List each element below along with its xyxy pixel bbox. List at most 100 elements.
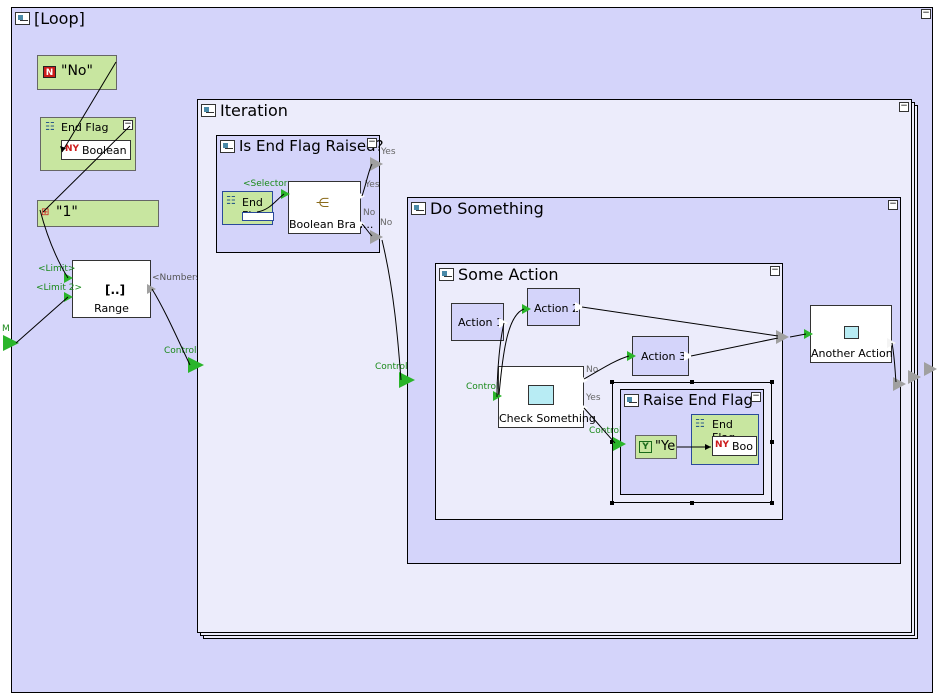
selection-handle[interactable] [610,501,614,505]
is-end-yes-output-port[interactable] [370,157,383,171]
raise-end-flag-var[interactable]: ☷ End Flag NY Boo [691,414,759,465]
action1-output-port[interactable] [499,318,508,328]
check-something-icon [528,385,554,405]
iteration-title: Iteration [201,101,288,120]
yes-constant-label: "Ye [655,439,676,454]
loop-control-output-port[interactable] [188,357,204,373]
branch-icon: ⋲ [316,196,329,211]
selection-handle[interactable] [770,501,774,505]
action2-output-port[interactable] [575,302,584,312]
loop-m-input-port[interactable] [3,335,19,351]
check-something-label: Check Something [499,412,596,425]
iteration-output-port[interactable] [908,370,921,384]
range-icon: [..] [105,283,126,297]
number-constant-icon: ⊞ [41,207,50,218]
end-flag-ref-field [242,212,274,221]
some-action-output-port[interactable] [776,330,789,344]
frame-icon [624,393,639,407]
numbers-port-label: <Numbers> [152,273,208,283]
numbers-output-port[interactable] [147,284,156,294]
loop-control-label: Control [164,346,197,356]
selection-handle[interactable] [770,380,774,384]
one-constant[interactable]: ⊞ "1" [37,200,159,227]
frame-icon [411,202,426,215]
iteration-control-label: Control [375,362,408,372]
action3-input-port[interactable] [627,351,636,361]
boolean-branch-label: Boolean Bran... [289,218,374,231]
collapse-icon[interactable]: − [751,391,761,402]
some-action-title: Some Action [439,265,559,284]
selector-input-port[interactable] [281,189,290,199]
frame-yes-label: Yes [381,147,396,157]
ny-type-icon: NY [65,144,80,154]
boolean-type-box: NY Boolean [61,140,131,160]
branch-yes-output-port[interactable] [356,191,365,201]
action-3-node[interactable]: Action 3 [632,336,689,376]
frame-no-label: No [380,218,393,228]
collapse-icon[interactable]: − [367,137,377,148]
frame-icon [439,268,454,281]
collapse-icon[interactable]: − [770,265,780,276]
boolean-type-label: Boolean [82,144,127,157]
selection-handle[interactable] [690,380,694,384]
no-constant[interactable]: N "No" [37,55,117,90]
do-something-output-port[interactable] [893,377,906,391]
one-constant-label: "1" [56,204,78,220]
check-control-input-port[interactable] [493,391,502,401]
n-constant-icon: N [43,66,56,78]
y-constant-icon: Y [639,441,652,453]
check-yes-label: Yes [586,393,601,403]
action3-output-port[interactable] [684,351,693,361]
another-action-input-port[interactable] [804,329,813,339]
limit-input-port[interactable] [64,273,73,283]
raise-boolean-type-box: NY Boo [712,436,757,456]
action-3-label: Action 3 [641,350,686,363]
loop-title: [Loop] [15,9,85,28]
another-action-label: Another Action [811,347,893,360]
selection-handle[interactable] [610,380,614,384]
selector-port-label: <Selector> [243,179,296,189]
action2-input-port[interactable] [522,304,531,314]
check-no-output-port[interactable] [579,375,588,385]
action-1-node[interactable]: Action 1 [451,303,504,341]
action-2-label: Action 2 [534,302,579,315]
collapse-icon[interactable]: − [888,199,898,210]
list-icon: ☷ [226,194,236,207]
action-1-label: Action 1 [458,316,503,329]
check-something-node[interactable]: Check Something [498,366,596,428]
no-constant-label: "No" [61,63,93,79]
is-end-flag-raised-title: Is End Flag Raised? [220,137,384,155]
branch-yes-label: Yes [365,180,380,190]
selection-handle[interactable] [690,501,694,505]
range-label: Range [94,302,129,315]
selection-handle[interactable] [770,440,774,444]
end-flag-title: End Flag [61,121,109,134]
is-end-no-output-port[interactable] [370,230,383,244]
boolean-branch-node[interactable]: ⋲ Boolean Bran... [288,181,374,234]
end-flag-ref[interactable]: ☷ End Fl [222,191,274,225]
branch-no-output-port[interactable] [356,219,365,229]
collapse-icon[interactable]: − [123,119,133,130]
action-2-node[interactable]: Action 2 [527,288,580,326]
range-node[interactable]: [..] Range [72,260,151,318]
check-yes-output-port[interactable] [579,403,588,413]
another-action-node[interactable]: Another Action [810,305,893,363]
list-icon: ☷ [695,417,705,430]
raise-control-input-port[interactable] [613,437,626,451]
collapse-icon[interactable]: − [921,8,931,19]
another-action-icon [844,326,859,339]
limit2-input-port[interactable] [64,292,73,302]
loop-output-port[interactable] [924,362,937,376]
yes-constant[interactable]: Y "Ye [635,435,677,459]
another-action-output-port[interactable] [887,338,896,348]
check-no-label: No [586,365,599,375]
frame-icon [220,139,235,153]
m-port-label: M [2,324,10,334]
iteration-control-input-port[interactable] [399,372,415,388]
end-flag-variable[interactable]: ☷ End Flag − NY Boolean [40,117,136,171]
frame-icon [201,104,216,117]
raise-boolean-type-label: Boo [732,440,754,453]
raise-end-flag-title: Raise End Flag [624,391,753,409]
limit2-port-label: <Limit 2> [36,283,82,293]
collapse-icon[interactable]: − [899,101,909,112]
